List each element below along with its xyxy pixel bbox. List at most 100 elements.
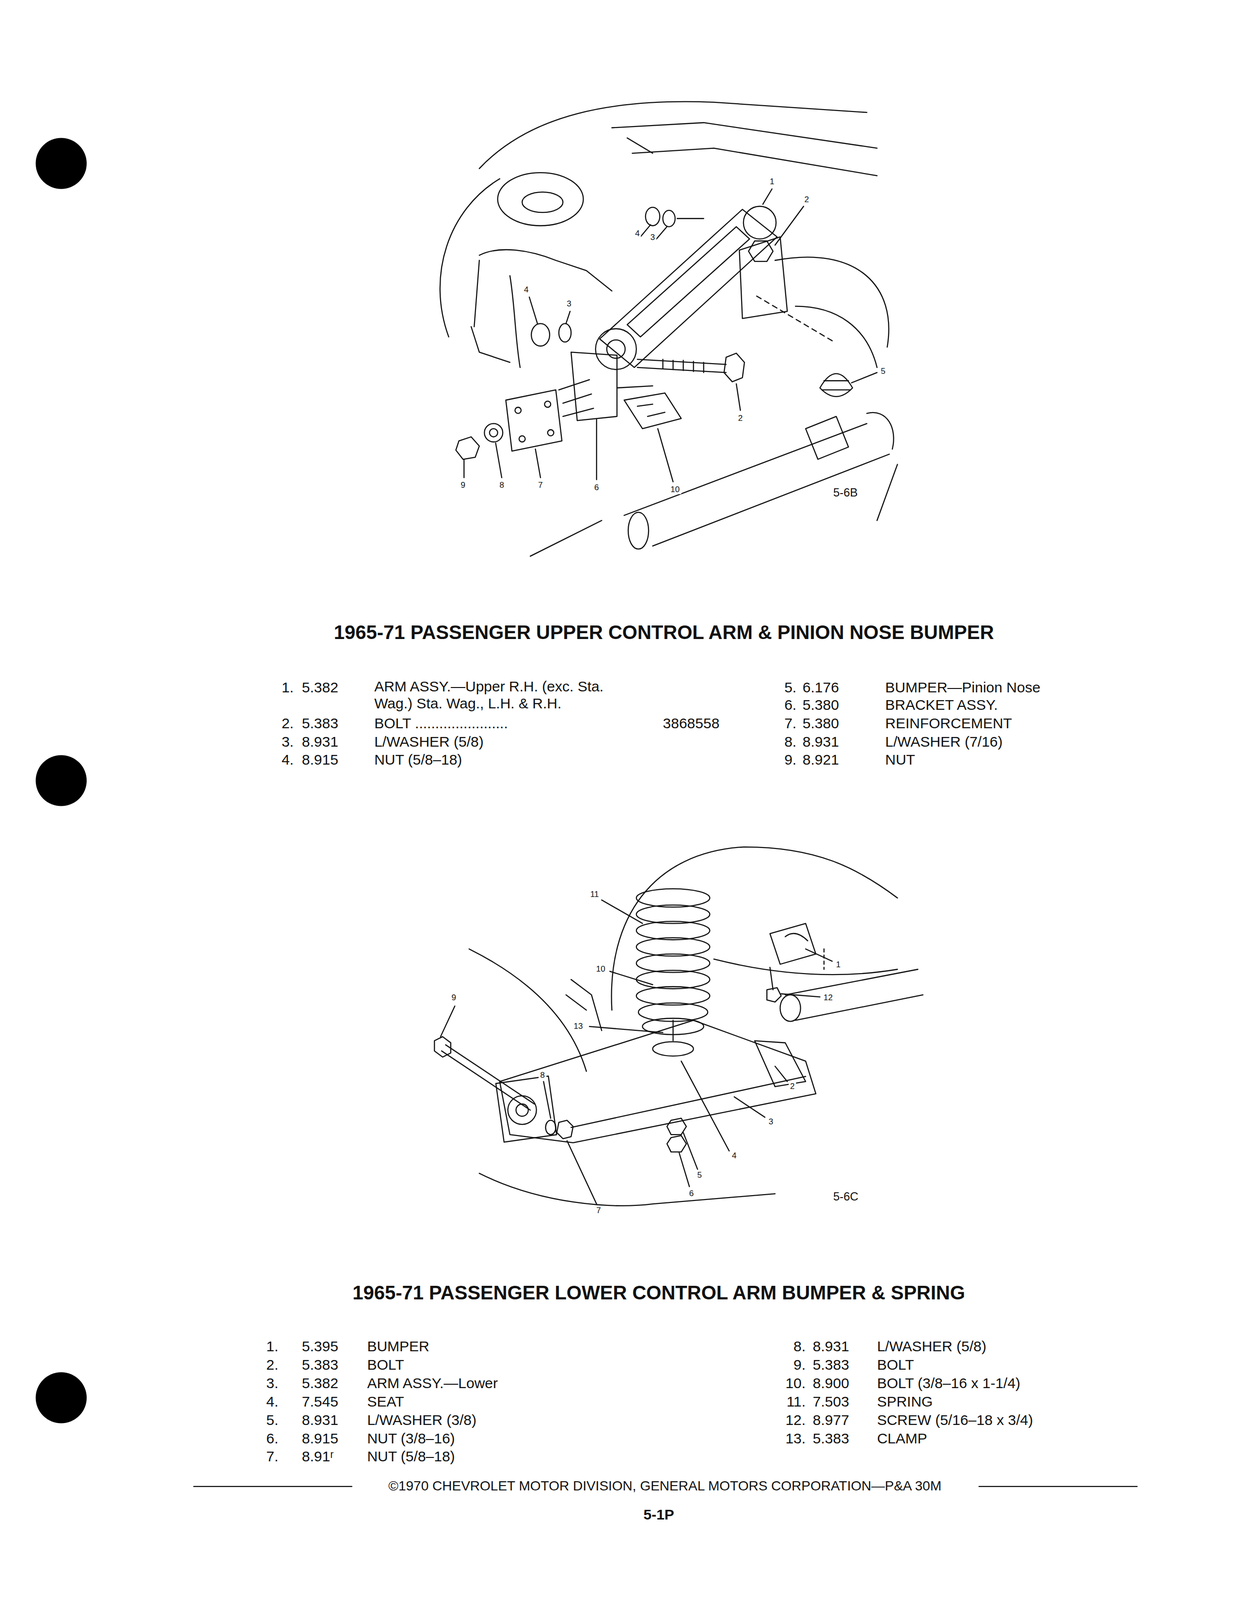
upper-arm-figure-part — [595, 328, 637, 370]
lower-leader-lines-part — [683, 1132, 698, 1170]
lower-arm-figure-part — [499, 1019, 816, 1142]
part-description: NUT (5/8–18) — [366, 1447, 455, 1465]
section-heading: 1965-71 PASSENGER LOWER CONTROL ARM BUMP… — [352, 1281, 966, 1304]
callout-number: 3 — [649, 232, 657, 243]
item-number: 10. — [785, 1374, 806, 1392]
callout-number: 3 — [767, 1117, 775, 1127]
upper-arm-figure-part — [645, 207, 660, 226]
lower-leader-lines-part — [681, 1061, 729, 1151]
item-number: 13. — [785, 1429, 806, 1447]
lower-arm-figure-part — [611, 846, 898, 1011]
lower-leader-lines-part — [734, 1096, 765, 1117]
upper-arm-figure-part — [627, 226, 750, 337]
upper-leader-lines-part — [654, 226, 667, 241]
callout-number: 5 — [696, 1170, 704, 1180]
part-code: 5.380 — [802, 714, 840, 732]
part-code: 8.977 — [812, 1410, 850, 1428]
part-description: REINFORCEMENT — [885, 714, 1013, 732]
callout-number: 12 — [822, 992, 835, 1003]
part-description: BUMPER — [366, 1337, 429, 1355]
lower-arm-figure-part — [666, 1135, 687, 1152]
upper-arm-figure-part — [724, 352, 745, 382]
coil-spring-part — [636, 888, 710, 907]
lower-arm-figure-part — [556, 1120, 574, 1139]
upper-arm-figure-part — [570, 351, 618, 421]
part-description: L/WASHER (5/8) — [374, 732, 484, 750]
punch-holes-part — [35, 1371, 87, 1423]
upper-leader-lines-part — [529, 297, 538, 324]
part-description: CLAMP — [876, 1429, 927, 1447]
callout-number: 7 — [536, 480, 544, 491]
lower-arm-figure-part — [713, 958, 898, 975]
upper-arm-figure-part — [677, 218, 704, 220]
lower-leader-lines-part — [775, 1065, 788, 1082]
coil-spring-part — [636, 904, 710, 924]
part-description: BUMPER—Pinion Nose — [885, 679, 1041, 697]
part-code: 7.503 — [812, 1393, 850, 1411]
part-description: SCREW (5/16–18 x 3/4) — [876, 1410, 1033, 1428]
coil-spring-part — [636, 937, 710, 956]
upper-arm-figure-part — [756, 296, 835, 343]
lower-arm-figure-part — [441, 1044, 535, 1110]
punch-holes — [35, 138, 87, 1424]
upper-arm-figure-part — [739, 237, 788, 319]
lower-leader-lines — [440, 899, 833, 1204]
upper-arm-figure-part — [506, 389, 563, 451]
item-number: 8. — [793, 1337, 806, 1355]
punch-holes-part — [35, 754, 87, 806]
part-code: 5.383 — [812, 1429, 850, 1447]
lower-arm-figure-part — [495, 1075, 557, 1142]
upper-leader-lines-part — [736, 383, 741, 411]
upper-arm-figure-part — [522, 191, 563, 213]
upper-arm-figure-part — [531, 323, 550, 346]
part-description: L/WASHER (5/8) — [876, 1337, 987, 1355]
part-code: 8.900 — [812, 1374, 850, 1392]
upper-arm-figure-part — [637, 404, 666, 417]
upper-arm-figure-part — [822, 380, 851, 390]
item-number: 3. — [266, 1374, 279, 1392]
part-description: NUT — [885, 751, 916, 769]
part-code: 8.931 — [812, 1337, 850, 1355]
upper-arm-figure-part — [624, 393, 682, 429]
lower-arm-figure-part — [652, 1041, 694, 1056]
upper-arm-figure-part — [628, 512, 649, 550]
upper-arm-figure-part — [479, 249, 613, 291]
upper-arm-figure-part — [663, 359, 704, 373]
part-code: 5.380 — [802, 696, 840, 714]
upper-arm-figure-part — [474, 260, 480, 327]
upper-arm-figure-part — [484, 423, 503, 443]
lower-arm-figure-part — [570, 979, 602, 1030]
item-number: 6. — [266, 1429, 279, 1447]
lower-arm-figure-part — [785, 968, 923, 1020]
lower-arm-figure-part — [766, 987, 781, 1002]
item-number: 1. — [281, 679, 294, 697]
section-heading: 1965-71 PASSENGER UPPER CONTROL ARM & PI… — [333, 620, 995, 644]
lower-arm-figure-part — [566, 994, 587, 1011]
upper-arm-figure-part — [775, 256, 889, 347]
part-code: 8.915 — [301, 751, 339, 769]
page-number: 5-1P — [643, 1505, 674, 1523]
part-description: NUT (5/8–18) — [374, 751, 462, 769]
item-number: 8. — [784, 732, 797, 750]
callout-number: 2 — [788, 1081, 796, 1092]
upper-arm-figure-part — [627, 138, 653, 154]
figure-number: 5-6C — [833, 1189, 859, 1204]
callout-number: 10 — [668, 484, 682, 495]
item-number: 12. — [785, 1410, 806, 1428]
upper-arm-figure-part — [748, 240, 773, 262]
lower-arm-figure-part — [570, 1076, 806, 1127]
upper-arm-figure-part — [652, 454, 890, 546]
lower-arm-figure-part — [769, 966, 773, 990]
callout-number: 10 — [594, 964, 607, 974]
callout-number: 2 — [736, 413, 745, 424]
lower-leader-lines-part — [440, 1005, 455, 1037]
part-description: ARM ASSY.—Upper R.H. (exc. Sta. Wag.) St… — [374, 678, 642, 712]
upper-arm-figure-part — [624, 423, 868, 516]
callout-number: 1 — [768, 176, 776, 187]
footer-rules-part — [979, 1485, 1138, 1487]
lower-arm-figure-part — [479, 1172, 776, 1206]
callout-number: 2 — [802, 195, 810, 206]
upper-arm-figure-part — [820, 373, 853, 397]
